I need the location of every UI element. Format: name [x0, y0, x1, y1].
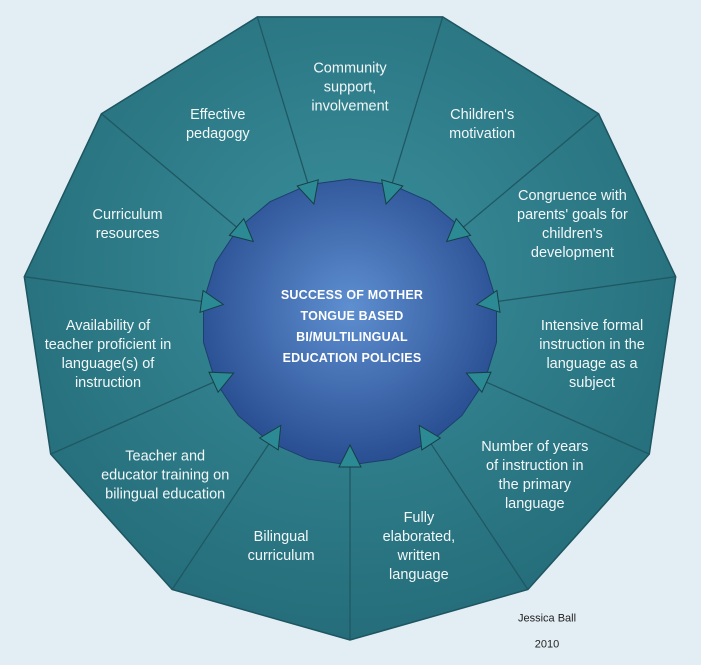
segment-label-curriculum-resources: Curriculum resources — [92, 206, 163, 242]
inward-arrow-icon — [465, 371, 492, 394]
inward-arrow-icon — [199, 289, 225, 314]
segment-divider — [461, 113, 600, 229]
hendecagon-diagram — [23, 16, 677, 641]
segment-divider — [429, 441, 529, 590]
segment-dividers — [24, 16, 676, 640]
inward-arrow-icon — [338, 443, 362, 468]
center-title: SUCCESS OF MOTHER TONGUE BASED BI/MULTIL… — [280, 288, 424, 365]
inward-arrow-icon — [258, 424, 282, 451]
segment-label-written-language: Fully elaborated, written language — [382, 510, 456, 583]
segment-label-effective-pedagogy: Effective pedagogy — [185, 106, 250, 142]
segment-label-teacher-availability: Availability of teacher proficient in la… — [44, 318, 172, 392]
segment-divider — [50, 380, 216, 455]
diagram-stage: Effective pedagogy Community support, in… — [23, 16, 677, 651]
inward-arrow-icon — [418, 424, 442, 451]
author-credit: Jessica Ball 2010 — [502, 600, 592, 665]
segment-label-intensive-instruction: Intensive formal instruction in the lang… — [539, 318, 645, 392]
center-hub — [203, 178, 497, 466]
segment-divider — [256, 16, 309, 185]
inward-arrows — [199, 179, 501, 468]
inward-arrow-icon — [381, 179, 404, 206]
author-year: 2010 — [534, 638, 560, 651]
segment-divider — [484, 380, 650, 455]
inward-arrow-icon — [445, 217, 472, 243]
segment-label-years-of-instruction: Number of years of instruction in the pr… — [481, 438, 589, 512]
inward-arrow-icon — [228, 217, 255, 243]
segment-label-community-support: Community support, involvement — [311, 60, 389, 114]
segment-divider — [391, 16, 444, 185]
segment-label-childrens-motivation: Children's motivation — [449, 106, 516, 142]
segment-label-parents-goals: Congruence with parents' goals for child… — [517, 187, 628, 261]
author-name: Jessica Ball — [517, 612, 577, 625]
segment-divider — [496, 276, 676, 303]
segment-label-bilingual-curriculum: Bilingual curriculum — [247, 529, 315, 564]
segment-divider — [100, 113, 239, 229]
segment-divider — [24, 276, 204, 303]
inward-arrow-icon — [208, 371, 235, 394]
segment-label-teacher-training: Teacher and educator training on bilingu… — [101, 448, 230, 503]
segment-divider — [171, 441, 271, 590]
inward-arrow-icon — [475, 289, 501, 314]
inward-arrow-icon — [296, 179, 319, 206]
